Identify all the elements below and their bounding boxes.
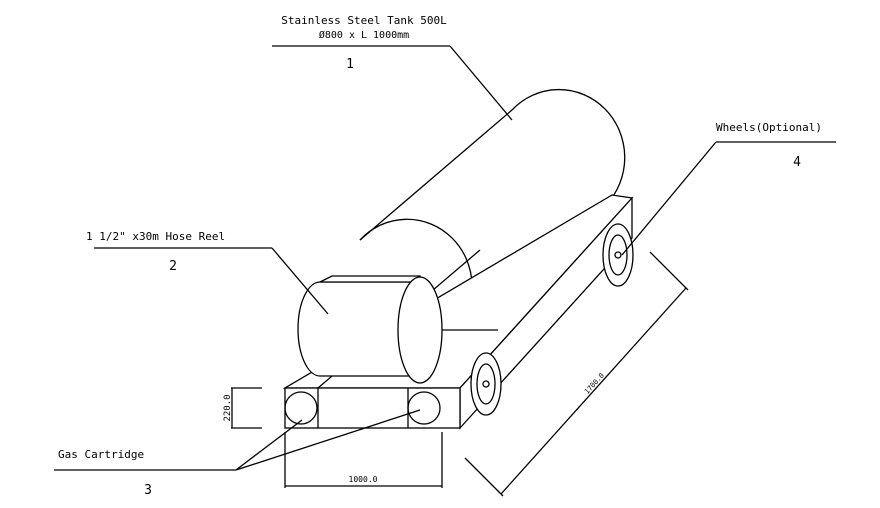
gas-cartridge-left (284, 391, 318, 425)
callout-gas-cartridge: Gas Cartridge 3 (54, 409, 421, 498)
dimension-length-label: 1700.0 (583, 372, 606, 396)
wheels-label: Wheels(Optional) (716, 121, 822, 134)
callout-hose-reel: 1 1/2" x30m Hose Reel 2 (86, 230, 329, 315)
gas-callout-number: 3 (144, 483, 152, 498)
wheels-callout-number: 4 (793, 155, 801, 170)
hose-label: 1 1/2" x30m Hose Reel (86, 230, 225, 243)
tank-label-line2: Ø800 x L 1000mm (319, 29, 409, 41)
dimension-height: 220.0 (223, 387, 262, 429)
dimension-width: 1000.0 (284, 432, 443, 488)
dimension-height-label: 220.0 (223, 394, 233, 421)
wheel-front (470, 352, 502, 416)
gas-cartridge-right (407, 391, 441, 425)
tank-label-line1: Stainless Steel Tank 500L (281, 14, 447, 27)
wheel-rear (602, 223, 634, 287)
gas-label: Gas Cartridge (58, 448, 144, 461)
dimension-width-label: 1000.0 (349, 475, 378, 484)
hose-reel (297, 275, 498, 384)
hose-callout-number: 2 (169, 259, 177, 274)
callout-wheels: Wheels(Optional) 4 (621, 121, 836, 256)
tank-callout-number: 1 (346, 57, 354, 72)
callout-tank: Stainless Steel Tank 500L Ø800 x L 1000m… (272, 14, 513, 121)
